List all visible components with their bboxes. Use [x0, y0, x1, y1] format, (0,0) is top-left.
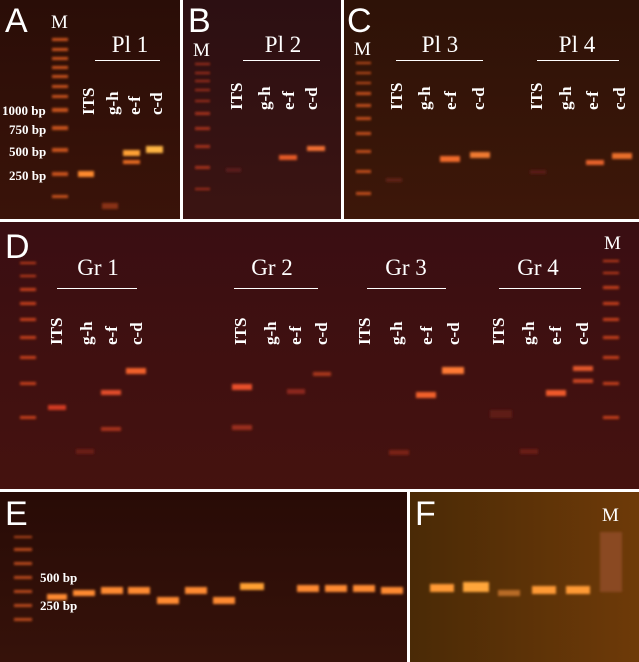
panel-label: F: [415, 495, 436, 533]
lane-label: c-d: [302, 87, 321, 110]
group-underline: [57, 288, 137, 289]
panel-label: C: [347, 2, 372, 40]
marker-label: M: [354, 39, 371, 60]
lane-label: g-h: [261, 321, 280, 345]
lane-label: c-d: [127, 322, 146, 345]
lane-label: c-d: [444, 322, 463, 345]
lane-label: ITS: [227, 82, 246, 110]
group-title: Gr 2: [251, 255, 293, 280]
group-title: Pl 2: [264, 32, 302, 57]
group-title: Gr 3: [385, 255, 427, 280]
marker-label: M: [193, 40, 210, 61]
size-marker-label: 750 bp: [9, 122, 47, 137]
panel-e: E 500 bp 250 bp: [0, 492, 407, 662]
lane-label: g-h: [415, 86, 434, 110]
lane-label: ITS: [387, 82, 406, 110]
panel-label: E: [5, 495, 28, 533]
lane-label: ITS: [47, 317, 66, 345]
group-underline: [234, 288, 318, 289]
group-title: Gr 1: [77, 255, 119, 280]
panel-c: C M Pl 3 Pl 4 ITS g-h e-f c-d ITS g-h e-…: [344, 0, 639, 219]
lane-label: e-f: [417, 326, 436, 345]
panel-b: B M Pl 2 ITS g-h e-f c-d: [183, 0, 341, 219]
group-underline: [367, 288, 446, 289]
gel-image-b: [183, 0, 341, 219]
marker-label: M: [51, 12, 68, 33]
group-underline: [499, 288, 581, 289]
lane-label: ITS: [527, 82, 546, 110]
group-title: Gr 4: [517, 255, 559, 280]
size-marker-label: 250 bp: [9, 168, 47, 183]
panel-a: A M Pl 1 ITS g-h e-f c-d 1000 bp 750 bp …: [0, 0, 180, 219]
panel-label: B: [188, 2, 211, 40]
lane-label: e-f: [102, 326, 121, 345]
group-title: Pl 4: [558, 32, 596, 57]
lane-label: e-f: [125, 96, 144, 115]
lane-label: g-h: [556, 86, 575, 110]
size-marker-label: 1000 bp: [2, 103, 46, 118]
lane-label: ITS: [231, 317, 250, 345]
lane-label: g-h: [387, 321, 406, 345]
group-title: Pl 1: [111, 32, 149, 57]
lane-label: e-f: [279, 91, 298, 110]
panel-f: F M: [410, 492, 639, 662]
marker-label: M: [604, 233, 621, 254]
lane-label: c-d: [610, 87, 629, 110]
gel-image-e: [0, 492, 407, 662]
group-underline: [396, 60, 483, 61]
marker-label: M: [602, 505, 619, 526]
lane-label: ITS: [489, 317, 508, 345]
size-marker-label: 250 bp: [40, 598, 78, 613]
panel-label: A: [5, 2, 28, 40]
panel-d: D M Gr 1 Gr 2 Gr 3 Gr 4 ITS g-h e-f c-d …: [0, 222, 639, 489]
lane-label: c-d: [147, 92, 166, 115]
gel-image-a: [0, 0, 180, 219]
lane-label: c-d: [469, 87, 488, 110]
lane-label: e-f: [583, 91, 602, 110]
size-marker-label: 500 bp: [40, 570, 78, 585]
lane-label: g-h: [255, 86, 274, 110]
lane-label: g-h: [77, 321, 96, 345]
lane-label: e-f: [441, 91, 460, 110]
lane-label: e-f: [546, 326, 565, 345]
lane-label: g-h: [519, 321, 538, 345]
lane-label: e-f: [286, 326, 305, 345]
group-underline: [95, 60, 160, 61]
lane-label: g-h: [103, 91, 122, 115]
lane-label: c-d: [573, 322, 592, 345]
lane-label: ITS: [79, 87, 98, 115]
gel-image-d: [0, 222, 639, 489]
gel-image-c: [344, 0, 639, 219]
gel-image-f: [410, 492, 639, 662]
group-underline: [537, 60, 619, 61]
size-marker-label: 500 bp: [9, 144, 47, 159]
group-underline: [243, 60, 320, 61]
group-title: Pl 3: [421, 32, 459, 57]
panel-label: D: [5, 228, 30, 266]
lane-label: c-d: [312, 322, 331, 345]
lane-label: ITS: [355, 317, 374, 345]
